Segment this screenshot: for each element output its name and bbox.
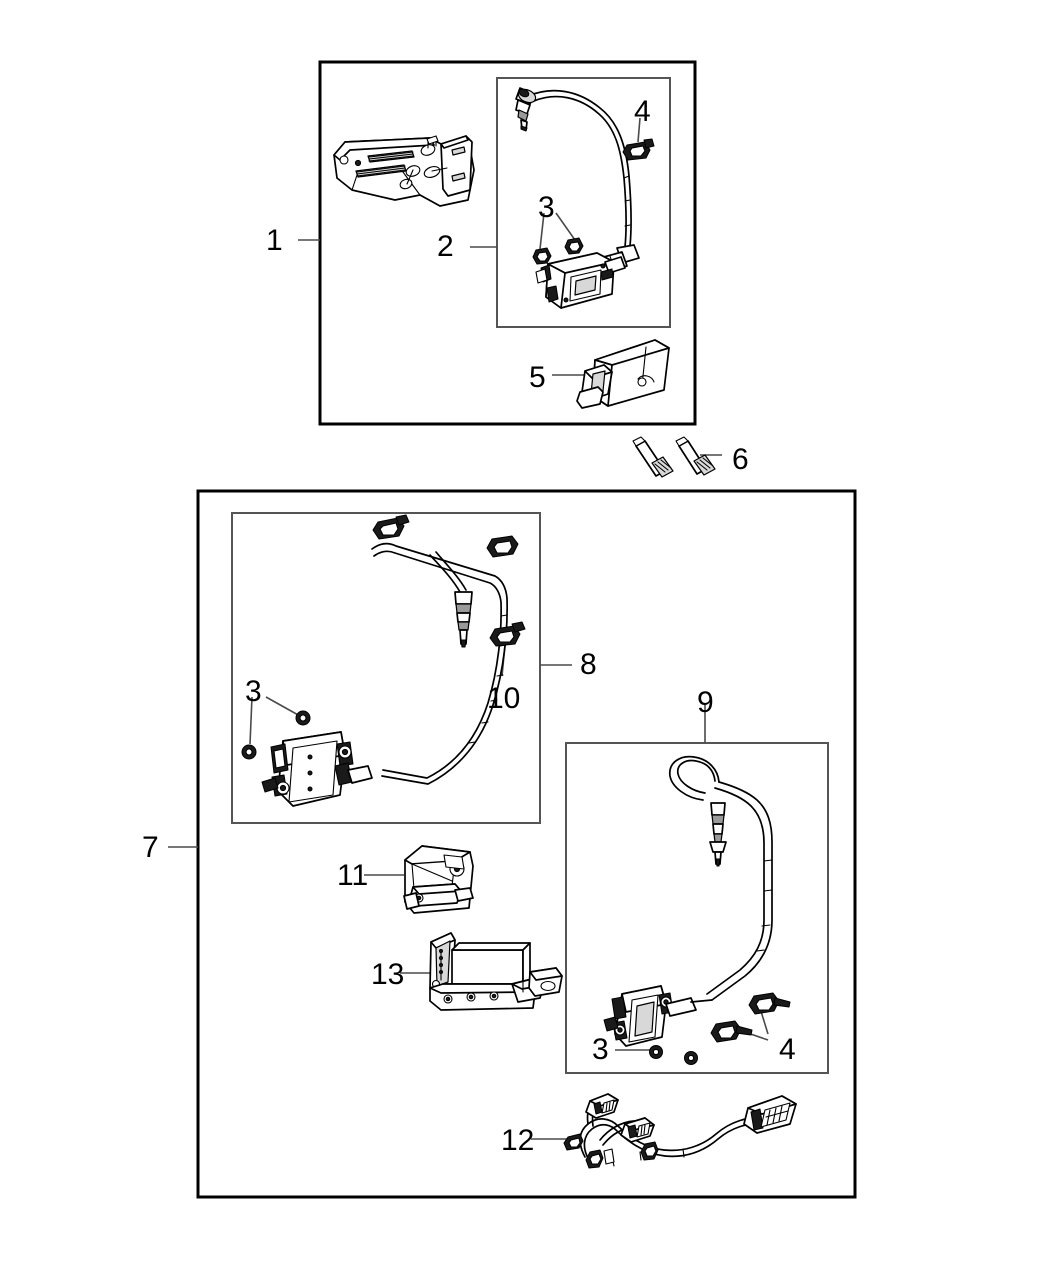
- callout-part-6: 6: [732, 443, 749, 476]
- leader-10: [501, 644, 506, 677]
- leader-4-lower-a: [735, 1028, 769, 1041]
- callout-group-1: 1: [266, 224, 283, 257]
- part-nut-upper-a: [532, 247, 552, 265]
- part-nut-lower-right-b: [684, 1051, 698, 1065]
- callout-part-12: 12: [501, 1124, 535, 1157]
- part-retainer-clip-lower-a: [710, 1020, 753, 1043]
- part-bolt-b: [675, 436, 716, 476]
- part-exhaust-pressure-sensor-lower-left: [261, 542, 508, 807]
- part-mounting-bracket-11: [403, 845, 474, 914]
- part-nut-lower-left-a: [241, 744, 257, 760]
- part-exhaust-pressure-sensor-lower-right: [603, 755, 773, 1047]
- callout-part-4-upper: 4: [634, 95, 651, 128]
- leader-3-lower-left-b: [265, 696, 301, 717]
- panel-group-8-box: [231, 512, 541, 824]
- callout-group-9: 9: [697, 686, 714, 719]
- part-push-clip-10: [489, 621, 526, 647]
- callout-part-5: 5: [529, 361, 546, 394]
- callout-part-4-lower: 4: [779, 1033, 796, 1066]
- panel-group-7-box: [196, 489, 857, 1199]
- part-nut-lower-right-a: [649, 1045, 663, 1059]
- leader-4-lower-b: [759, 1007, 769, 1035]
- part-bolt-a: [632, 436, 674, 478]
- part-nut-upper-b: [564, 237, 584, 255]
- leader-3-upper-b: [555, 212, 576, 241]
- callout-part-13: 13: [371, 958, 405, 991]
- callout-part-10: 10: [487, 682, 521, 715]
- callout-part-3-upper: 3: [538, 191, 555, 224]
- callout-part-3-lower-right: 3: [592, 1033, 609, 1066]
- part-clip-8-right: [486, 535, 519, 558]
- part-bracket-clamp: [576, 339, 670, 409]
- part-wiring-harness-12: [563, 1093, 797, 1169]
- part-mounting-bracket-main: [333, 135, 475, 207]
- callout-part-3-lower-left: 3: [245, 675, 262, 708]
- part-module-bracket-13: [429, 932, 563, 1011]
- panel-group-9-box: [565, 742, 829, 1074]
- part-retainer-clip-upper: [622, 138, 655, 161]
- part-exhaust-pressure-sensor-upper: [515, 87, 640, 309]
- part-clip-8-top: [372, 514, 410, 540]
- callout-part-11: 11: [337, 859, 369, 892]
- part-nut-lower-left-b: [295, 710, 311, 726]
- callout-group-8: 8: [580, 648, 597, 681]
- callout-group-7: 7: [142, 831, 159, 864]
- part-retainer-clip-lower-b: [748, 992, 791, 1015]
- callout-group-2: 2: [437, 230, 454, 263]
